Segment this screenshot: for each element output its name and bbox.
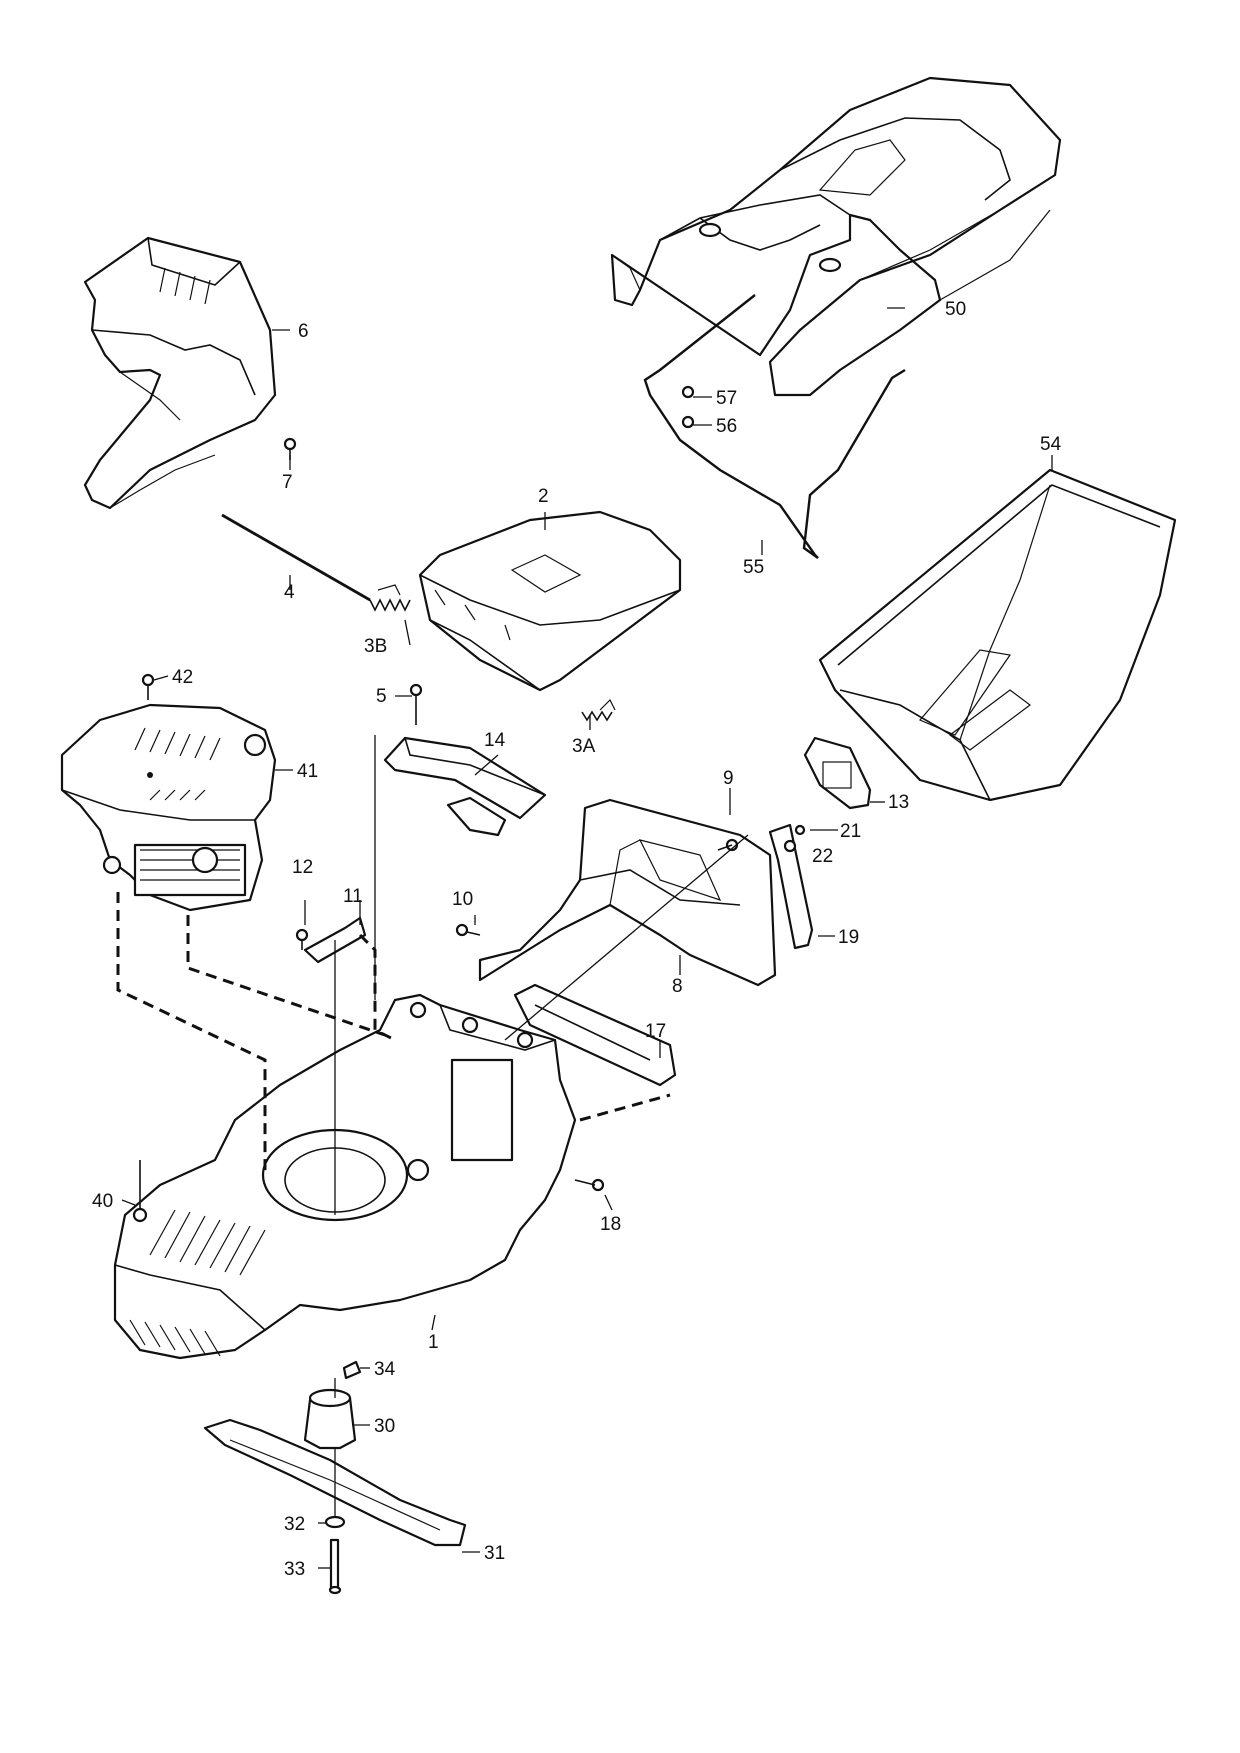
part-upper-handle-cover	[610, 76, 1062, 397]
callout-56: 56	[716, 416, 737, 437]
part-rear-shield	[478, 798, 777, 987]
callout-42: 42	[172, 667, 193, 688]
part-guide-19	[768, 823, 814, 950]
callout-18: 18	[600, 1214, 621, 1235]
callout-40: 40	[92, 1191, 113, 1212]
callout-17: 17	[645, 1021, 666, 1042]
part-bracket-13	[803, 736, 872, 810]
callout-9: 9	[723, 768, 734, 789]
part-spring-3b	[369, 584, 411, 612]
callout-41: 41	[297, 761, 318, 782]
part-rear-flap-cover	[83, 236, 277, 510]
part-washer	[324, 1515, 346, 1529]
callout-8: 8	[672, 976, 683, 997]
callout-6: 6	[298, 321, 309, 342]
callout-3b: 3B	[364, 636, 387, 657]
callout-4: 4	[284, 582, 295, 603]
callout-labels: 1 2 3A 3B 4 5 6 7 8 9 10 11 12 13 14 17 …	[92, 299, 1062, 1580]
callout-1: 1	[428, 1332, 439, 1353]
callout-31: 31	[484, 1543, 505, 1564]
callout-19: 19	[838, 927, 859, 948]
callout-10: 10	[452, 889, 473, 910]
callout-32: 32	[284, 1514, 305, 1535]
callout-50: 50	[945, 299, 966, 320]
callout-7: 7	[282, 472, 293, 493]
part-hinge-rod	[221, 513, 371, 602]
callout-34: 34	[374, 1359, 396, 1380]
part-flap-cover	[418, 510, 682, 692]
callout-13: 13	[888, 792, 909, 813]
callout-2: 2	[538, 486, 549, 507]
callout-57: 57	[716, 388, 737, 409]
part-grass-collector	[818, 468, 1177, 802]
part-spring-3a	[581, 698, 616, 722]
callout-33: 33	[284, 1559, 305, 1580]
fasteners	[132, 385, 806, 1223]
callout-30: 30	[374, 1416, 395, 1437]
part-blade-adapter	[303, 1388, 357, 1450]
part-rail	[513, 983, 677, 1087]
part-mower-deck	[113, 993, 577, 1360]
callout-54: 54	[1040, 434, 1062, 455]
part-wire-frame	[643, 294, 906, 559]
callout-55: 55	[743, 557, 764, 578]
part-blade-bolt	[328, 1538, 342, 1595]
part-key-34	[342, 1360, 362, 1380]
callout-12: 12	[292, 857, 313, 878]
leader-lines	[121, 307, 1053, 1569]
callout-14: 14	[484, 730, 506, 751]
part-bracket-14	[383, 736, 547, 837]
part-engine	[60, 703, 277, 912]
callout-3a: 3A	[572, 736, 596, 757]
callout-5: 5	[376, 686, 387, 707]
callout-11: 11	[343, 886, 363, 907]
callout-21: 21	[840, 821, 861, 842]
callout-22: 22	[812, 846, 833, 867]
